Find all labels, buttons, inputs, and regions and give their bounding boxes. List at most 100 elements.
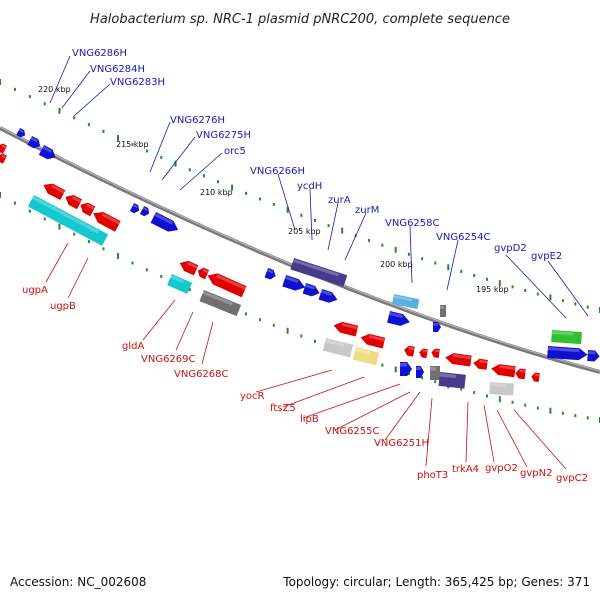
gene-feature[interactable] <box>332 320 359 337</box>
gene-arrow[interactable] <box>38 145 58 162</box>
gene-feature[interactable] <box>515 368 526 380</box>
gene-feature[interactable] <box>318 289 340 305</box>
gene-arrow[interactable] <box>290 258 348 287</box>
gene-feature[interactable] <box>359 332 386 349</box>
gene-label-gldA[interactable]: gldA <box>122 341 144 352</box>
gene-label-ycdH[interactable]: ycdH <box>297 181 322 192</box>
gene-arrow[interactable] <box>547 346 588 361</box>
gene-feature[interactable] <box>199 290 242 317</box>
gene-arrow[interactable] <box>150 212 181 235</box>
gene-feature[interactable] <box>352 347 380 366</box>
gene-arrow[interactable] <box>318 289 340 305</box>
gene-label-ugpA[interactable]: ugpA <box>22 285 48 296</box>
gene-label-gvpD2[interactable]: gvpD2 <box>494 243 527 254</box>
gene-feature[interactable] <box>150 212 181 235</box>
gene-feature[interactable] <box>41 180 66 201</box>
gene-label-VNG6268C[interactable]: VNG6268C <box>174 369 229 380</box>
gene-label-orc5[interactable]: orc5 <box>224 146 246 157</box>
gene-label-VNG6283H[interactable]: VNG6283H <box>110 77 165 88</box>
gene-arrow[interactable] <box>205 270 247 298</box>
gene-arrow[interactable] <box>431 348 440 359</box>
gene-label-gvpE2[interactable]: gvpE2 <box>531 251 562 262</box>
gene-feature[interactable] <box>282 275 307 293</box>
gene-arrow[interactable] <box>302 283 322 298</box>
gene-feature[interactable] <box>431 348 440 359</box>
gene-feature[interactable] <box>587 350 600 362</box>
gene-arrow[interactable] <box>440 305 446 317</box>
gene-arrow[interactable] <box>332 320 359 337</box>
gene-feature[interactable] <box>290 258 348 287</box>
gene-feature[interactable] <box>547 346 588 361</box>
gene-label-zurM[interactable]: zurM <box>355 205 379 216</box>
gene-label-VNG6258C[interactable]: VNG6258C <box>385 218 440 229</box>
gene-arrow[interactable] <box>391 294 420 310</box>
gene-label-VNG6251H[interactable]: VNG6251H <box>374 438 429 449</box>
gene-feature[interactable] <box>416 366 424 378</box>
gene-feature[interactable] <box>63 192 83 210</box>
gene-feature[interactable] <box>551 330 582 345</box>
gene-feature[interactable] <box>27 195 109 246</box>
gene-feature[interactable] <box>302 283 322 298</box>
gene-arrow[interactable] <box>0 142 8 154</box>
gene-label-VNG6269C[interactable]: VNG6269C <box>141 354 196 365</box>
gene-label-gvpC2[interactable]: gvpC2 <box>556 473 588 484</box>
gene-arrow[interactable] <box>490 363 516 378</box>
gene-label-VNG6275H[interactable]: VNG6275H <box>196 130 251 141</box>
gene-label-ugpB[interactable]: ugpB <box>50 301 76 312</box>
gene-arrow[interactable] <box>400 362 412 376</box>
gene-feature[interactable] <box>16 128 27 139</box>
gene-arrow[interactable] <box>387 311 411 328</box>
gene-feature[interactable] <box>0 142 8 154</box>
gene-feature[interactable] <box>167 274 193 294</box>
gene-arrow[interactable] <box>551 330 582 345</box>
gene-feature[interactable] <box>400 362 412 376</box>
gene-label-zurA[interactable]: zurA <box>328 195 351 206</box>
gene-arrow[interactable] <box>444 352 472 367</box>
gene-arrow[interactable] <box>139 206 151 218</box>
gene-arrow[interactable] <box>78 200 96 217</box>
gene-arrow[interactable] <box>129 203 141 215</box>
gene-arrow[interactable] <box>418 348 428 359</box>
gene-arrow[interactable] <box>352 347 380 366</box>
gene-label-VNG6276H[interactable]: VNG6276H <box>170 115 225 126</box>
gene-arrow[interactable] <box>41 180 66 201</box>
gene-arrow[interactable] <box>531 372 540 383</box>
gene-arrow[interactable] <box>199 290 242 317</box>
gene-arrow[interactable] <box>178 258 199 276</box>
gene-feature[interactable] <box>129 203 141 215</box>
gene-label-trkA4[interactable]: trkA4 <box>452 464 479 475</box>
gene-arrow[interactable] <box>27 136 42 150</box>
gene-feature[interactable] <box>0 152 8 164</box>
gene-arrow[interactable] <box>27 195 109 246</box>
gene-feature[interactable] <box>490 363 516 378</box>
gene-arrow[interactable] <box>403 345 415 357</box>
gene-feature[interactable] <box>387 311 411 328</box>
gene-feature[interactable] <box>139 206 151 218</box>
gene-label-yocR[interactable]: yocR <box>240 391 265 402</box>
gene-arrow[interactable] <box>63 192 83 210</box>
gene-feature[interactable] <box>90 208 121 232</box>
gene-label-lipB[interactable]: lipB <box>300 414 319 425</box>
gene-feature[interactable] <box>430 366 440 380</box>
gene-feature[interactable] <box>27 136 42 150</box>
gene-arrow[interactable] <box>416 366 424 378</box>
gene-feature[interactable] <box>440 305 446 317</box>
gene-feature[interactable] <box>205 270 247 298</box>
gene-arrow[interactable] <box>515 368 526 380</box>
gene-arrow[interactable] <box>167 274 193 294</box>
gene-arrow[interactable] <box>90 208 121 232</box>
gene-arrow[interactable] <box>430 366 440 380</box>
gene-feature[interactable] <box>78 200 96 217</box>
gene-arrow[interactable] <box>433 322 441 332</box>
gene-feature[interactable] <box>38 145 58 162</box>
gene-label-VNG6284H[interactable]: VNG6284H <box>90 64 145 75</box>
gene-label-ftsZ5[interactable]: ftsZ5 <box>270 403 296 414</box>
gene-label-VNG6266H[interactable]: VNG6266H <box>250 166 305 177</box>
gene-label-VNG6254C[interactable]: VNG6254C <box>436 232 491 243</box>
gene-arrow[interactable] <box>196 266 210 280</box>
gene-feature[interactable] <box>531 372 540 383</box>
gene-arrow[interactable] <box>489 382 514 396</box>
gene-arrow[interactable] <box>322 338 354 358</box>
gene-feature[interactable] <box>196 266 210 280</box>
gene-label-phoT3[interactable]: phoT3 <box>417 470 448 481</box>
